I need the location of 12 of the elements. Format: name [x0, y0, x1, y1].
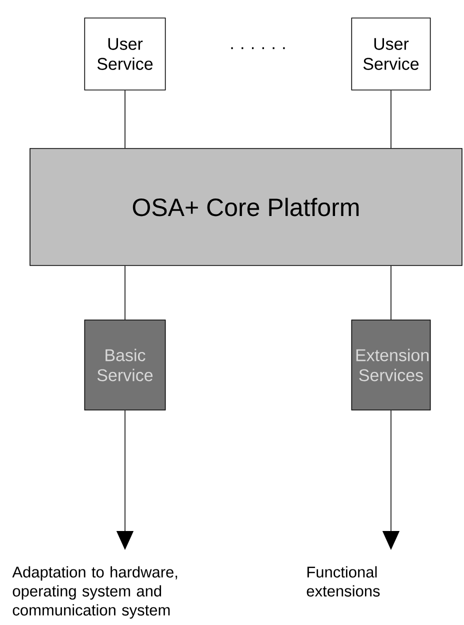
connector-line [124, 90, 126, 149]
service-box: Extension Services [351, 320, 431, 410]
service-box: User Service [351, 18, 431, 90]
description-text: Functional extensions [306, 566, 380, 597]
connector-line [124, 266, 126, 320]
service-box: User Service [84, 18, 166, 90]
description-text: Adaptation to hardware, operating system and communication system [12, 566, 178, 619]
ellipsis-dots: · · · · · · [231, 47, 285, 50]
platform-box: OSA+ Core Platform [30, 148, 462, 266]
service-box: Basic Service [84, 320, 166, 410]
connector-line [390, 90, 392, 149]
connector-line [390, 266, 392, 320]
